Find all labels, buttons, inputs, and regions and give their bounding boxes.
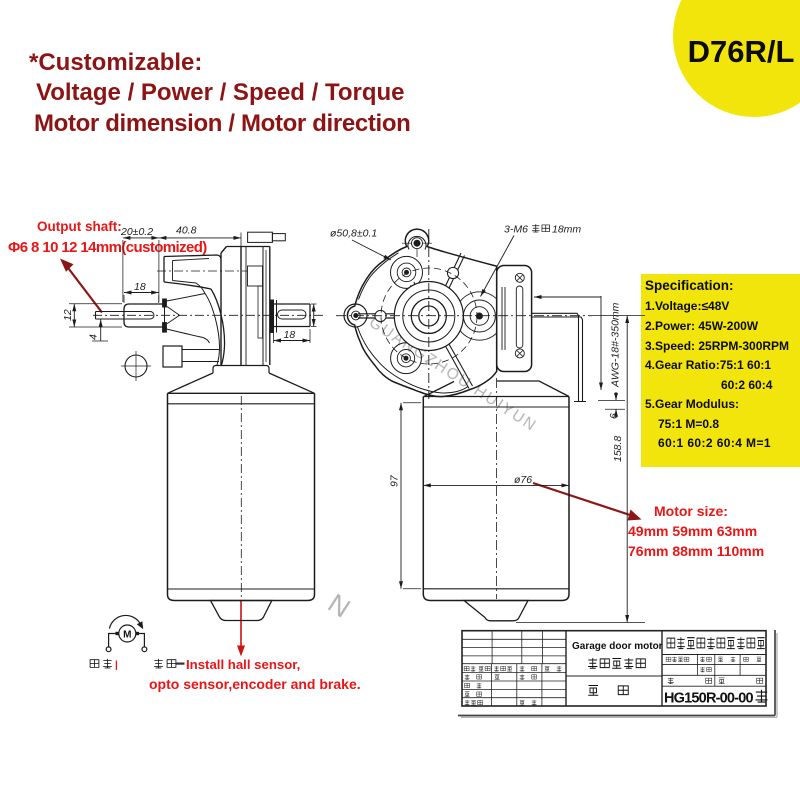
svg-text:2.Power: 45W-200W: 2.Power: 45W-200W bbox=[645, 319, 759, 333]
svg-text:3-M6: 3-M6 bbox=[504, 224, 528, 236]
svg-text:40.8: 40.8 bbox=[176, 225, 197, 237]
svg-text:M: M bbox=[123, 630, 131, 641]
svg-text:ø76: ø76 bbox=[514, 474, 532, 486]
svg-text:4: 4 bbox=[88, 334, 100, 340]
svg-text:Install hall sensor,: Install hall sensor, bbox=[186, 657, 300, 672]
svg-text:20±0.2: 20±0.2 bbox=[120, 226, 153, 238]
svg-text:3.Speed: 25RPM-300RPM: 3.Speed: 25RPM-300RPM bbox=[645, 339, 789, 353]
svg-text:12: 12 bbox=[62, 309, 74, 321]
svg-text:6.: 6. bbox=[608, 410, 620, 419]
svg-text:18mm: 18mm bbox=[552, 224, 581, 236]
svg-text:N: N bbox=[323, 588, 356, 624]
svg-text:AWG-18#-350mm: AWG-18#-350mm bbox=[610, 302, 622, 388]
svg-text:Voltage / Power / Speed / Torq: Voltage / Power / Speed / Torque bbox=[36, 79, 405, 106]
svg-text:4.Gear Ratio:75:1 60:1: 4.Gear Ratio:75:1 60:1 bbox=[645, 358, 771, 372]
svg-text:Φ6 8 10 12 14mm(customized): Φ6 8 10 12 14mm(customized) bbox=[8, 239, 207, 256]
svg-text:49mm 59mm 63mm: 49mm 59mm 63mm bbox=[628, 523, 757, 539]
svg-text:Output shaft:: Output shaft: bbox=[37, 219, 122, 234]
svg-text:1.Voltage:≤48V: 1.Voltage:≤48V bbox=[645, 299, 729, 313]
svg-text:60:1 60:2 60:4 M=1: 60:1 60:2 60:4 M=1 bbox=[658, 436, 771, 450]
svg-text:97: 97 bbox=[389, 474, 401, 487]
svg-text:76mm 88mm 110mm: 76mm 88mm 110mm bbox=[628, 543, 764, 559]
svg-text:opto sensor,encoder and brake.: opto sensor,encoder and brake. bbox=[149, 676, 361, 692]
svg-text:|: | bbox=[115, 660, 118, 671]
svg-text:60:2 60:4: 60:2 60:4 bbox=[721, 378, 773, 392]
svg-text:Garage door motor: Garage door motor bbox=[572, 641, 663, 652]
svg-text:D76R/L: D76R/L bbox=[688, 34, 795, 69]
svg-text:5.Gear Modulus:: 5.Gear Modulus: bbox=[645, 397, 739, 411]
svg-text:HG150R-00-00: HG150R-00-00 bbox=[664, 691, 753, 707]
svg-text:18: 18 bbox=[284, 329, 296, 341]
svg-text:Motor size:: Motor size: bbox=[654, 503, 728, 519]
svg-text:18: 18 bbox=[134, 281, 146, 293]
svg-text:Motor dimension / Motor direct: Motor dimension / Motor direction bbox=[34, 110, 410, 137]
svg-text:Specification:: Specification: bbox=[645, 278, 734, 293]
svg-text:*Customizable:: *Customizable: bbox=[29, 49, 202, 76]
svg-text:158.8: 158.8 bbox=[612, 436, 624, 462]
svg-text:75:1 M=0.8: 75:1 M=0.8 bbox=[658, 417, 719, 431]
svg-text:ø50,8±0.1: ø50,8±0.1 bbox=[330, 228, 377, 240]
